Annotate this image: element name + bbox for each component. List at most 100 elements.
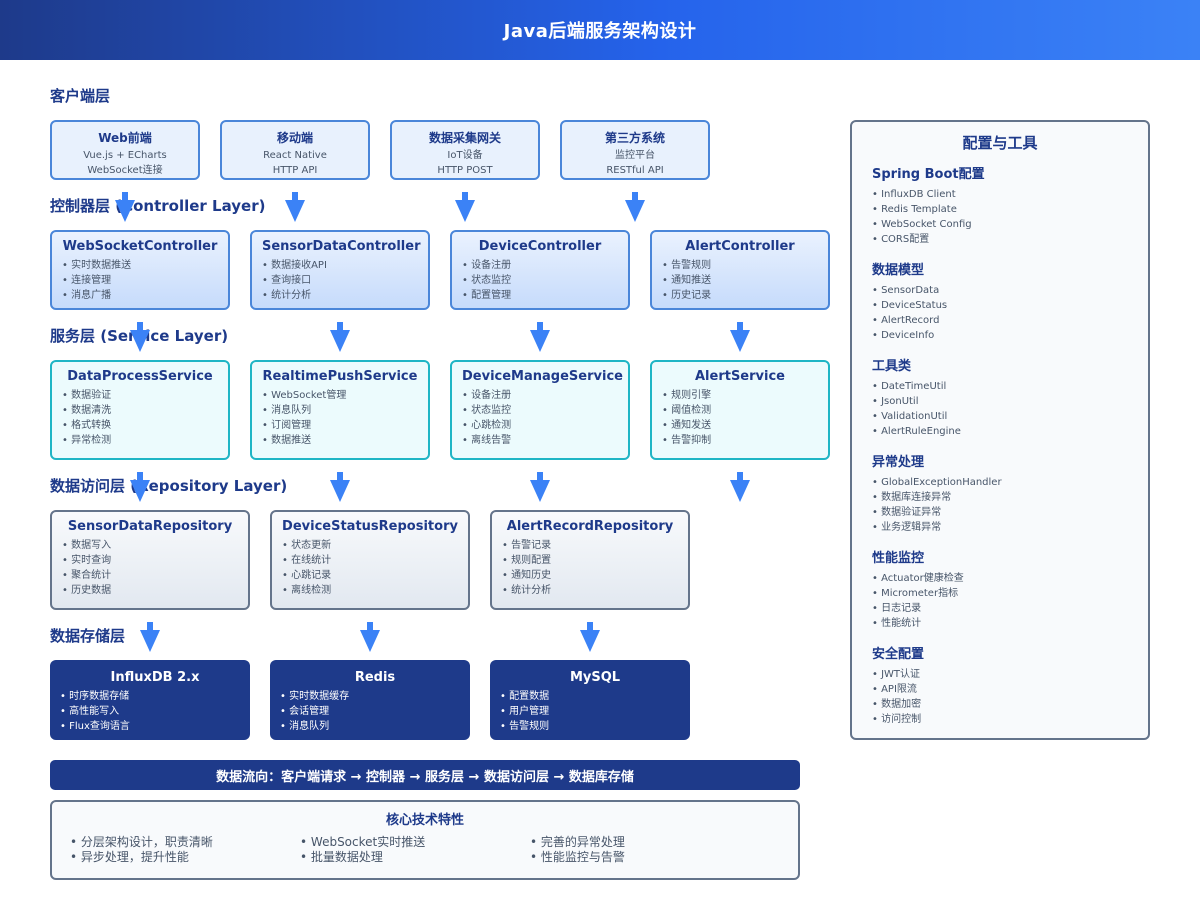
list-item: AlertRuleEngine [872,424,1148,439]
section-title: 性能监控 [872,551,925,566]
repository-alert-record: AlertRecordRepository 告警记录 规则配置 通知历史 统计分… [490,510,690,610]
list-item: 日志记录 [872,601,1148,616]
controller-device: DeviceController 设备注册 状态监控 配置管理 [450,230,630,310]
list-item: 会话管理 [280,704,470,719]
list-item: DeviceStatus [872,298,1148,313]
list-item: 数据验证异常 [872,505,1148,520]
flow-arrow-icon [530,472,550,502]
client-mobile: 移动端 React Native HTTP API [220,120,370,180]
list-item: 统计分析 [502,583,688,598]
list-item: WebSocket实时推送 [300,835,425,850]
list-item: 数据加密 [872,697,1148,712]
list-item: 性能监控与告警 [530,850,625,865]
list-item: 消息广播 [62,288,228,303]
storage-title: MySQL [569,670,621,685]
list-item: JWT认证 [872,667,1148,682]
client-web: Web前端 Vue.js + ECharts WebSocket连接 [50,120,200,180]
storage-layer-title: 数据存储层 [50,627,126,645]
list-item: 格式转换 [62,418,228,433]
flow-arrow-icon [625,192,645,222]
repository-title: DeviceStatusRepository [282,519,458,534]
flow-arrow-icon [580,622,600,652]
list-item: 在线统计 [282,553,468,568]
sidebar-section-security: 安全配置 JWT认证 API限流 数据加密 访问控制 [872,643,1148,727]
page-title: Java后端服务架构设计 [503,21,697,42]
sidebar-section-monitoring: 性能监控 Actuator健康检查 Micrometer指标 日志记录 性能统计 [872,547,1148,631]
list-item: 连接管理 [62,273,228,288]
list-item: 消息队列 [280,719,470,734]
list-item: 离线告警 [462,433,628,448]
flow-arrow-icon [330,472,350,502]
list-item: 设备注册 [462,258,628,273]
flow-arrow-icon [130,472,150,502]
flow-arrow-icon [730,322,750,352]
list-item: GlobalExceptionHandler [872,475,1148,490]
flow-arrow-icon [730,472,750,502]
section-title: 异常处理 [872,455,925,470]
list-item: 数据推送 [262,433,428,448]
service-title: DataProcessService [67,369,213,384]
controller-title: DeviceController [478,239,602,254]
list-item: 告警规则 [662,258,828,273]
controller-title: AlertController [685,239,795,254]
list-item: 配置数据 [500,689,690,704]
client-third-party: 第三方系统 监控平台 RESTful API [560,120,710,180]
list-item: 实时数据缓存 [280,689,470,704]
list-item: 聚合统计 [62,568,248,583]
list-item: 高性能写入 [60,704,250,719]
list-item: Redis Template [872,202,1148,217]
core-features-title: 核心技术特性 [385,813,464,828]
client-line: HTTP API [272,165,318,176]
client-title: Web前端 [98,131,152,145]
list-item: 数据验证 [62,388,228,403]
service-data-process: DataProcessService 数据验证 数据清洗 格式转换 异常检测 [50,360,230,460]
list-item: Flux查询语言 [60,719,250,734]
controller-title: SensorDataController [262,239,421,254]
service-alert: AlertService 规则引擎 阈值检测 通知发送 告警抑制 [650,360,830,460]
client-title: 移动端 [276,131,313,145]
list-item: SensorData [872,283,1148,298]
list-item: 时序数据存储 [60,689,250,704]
list-item: 阈值检测 [662,403,828,418]
client-layer-title: 客户端层 [50,87,111,105]
flow-arrow-icon [455,192,475,222]
flow-arrow-icon [140,622,160,652]
list-item: AlertRecord [872,313,1148,328]
client-line: Vue.js + ECharts [83,150,167,161]
list-item: JsonUtil [872,394,1148,409]
flow-arrow-icon [360,622,380,652]
list-item: 访问控制 [872,712,1148,727]
config-tools-sidebar: 配置与工具 Spring Boot配置 InfluxDB Client Redi… [850,120,1150,740]
list-item: 异常检测 [62,433,228,448]
repository-sensor-data: SensorDataRepository 数据写入 实时查询 聚合统计 历史数据 [50,510,250,610]
list-item: WebSocket Config [872,217,1148,232]
client-line: HTTP POST [437,165,493,176]
list-item: 批量数据处理 [300,850,425,865]
list-item: 数据库连接异常 [872,490,1148,505]
list-item: InfluxDB Client [872,187,1148,202]
storage-mysql: MySQL 配置数据 用户管理 告警规则 [490,660,690,740]
repository-device-status: DeviceStatusRepository 状态更新 在线统计 心跳记录 离线… [270,510,470,610]
list-item: 实时数据推送 [62,258,228,273]
list-item: 业务逻辑异常 [872,520,1148,535]
list-item: 数据清洗 [62,403,228,418]
flow-arrow-icon [330,322,350,352]
flow-arrow-icon [285,192,305,222]
storage-title: Redis [354,670,396,685]
service-title: RealtimePushService [262,369,418,384]
sidebar-title: 配置与工具 [962,134,1038,152]
list-item: 历史记录 [662,288,828,303]
controller-websocket: WebSocketController 实时数据推送 连接管理 消息广播 [50,230,230,310]
core-features-panel: 核心技术特性 分层架构设计，职责清晰 异步处理，提升性能 WebSocket实时… [50,800,800,880]
list-item: 状态监控 [462,403,628,418]
list-item: 统计分析 [262,288,428,303]
list-item: 实时查询 [62,553,248,568]
list-item: 规则引擎 [662,388,828,403]
header-bar: Java后端服务架构设计 [0,0,1200,60]
list-item: 订阅管理 [262,418,428,433]
list-item: 离线检测 [282,583,468,598]
section-title: 数据模型 [872,263,925,278]
list-item: Actuator健康检查 [872,571,1148,586]
list-item: ValidationUtil [872,409,1148,424]
repository-layer-title: 数据访问层 (Repository Layer) [50,477,288,495]
